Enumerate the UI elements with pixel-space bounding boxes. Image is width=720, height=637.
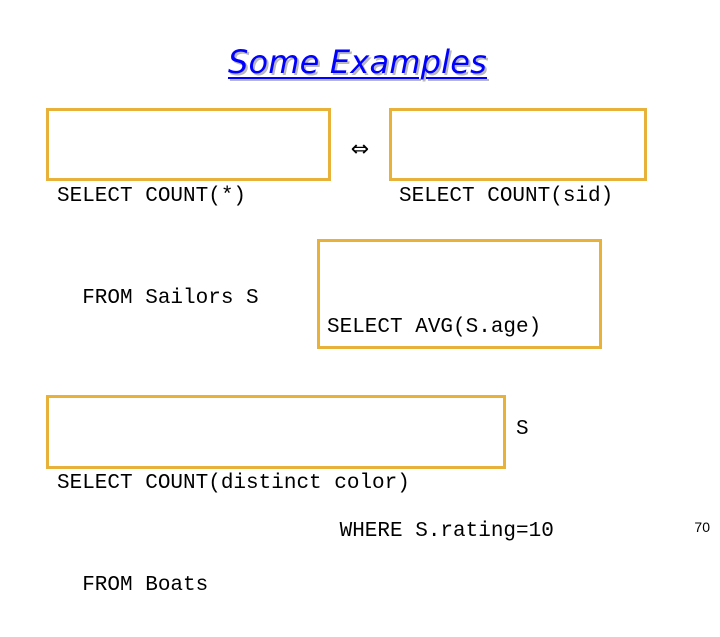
query-line: SELECT COUNT(*) — [57, 185, 247, 208]
query-line: FROM Sailors S — [57, 287, 259, 310]
equivalence-arrow-icon: ⇔ — [350, 137, 370, 162]
query-line: SELECT COUNT(distinct color) — [57, 472, 410, 495]
query-box-count-distinct-color: SELECT COUNT(distinct color) FROM Boats — [46, 395, 506, 597]
query-line: SELECT COUNT(sid) — [399, 185, 614, 208]
query-line: FROM Boats — [57, 574, 209, 597]
query-line: WHERE S.rating=10 — [327, 520, 554, 543]
query-box-count-star: SELECT COUNT(*) FROM Sailors S — [46, 108, 331, 310]
query-box-avg-age: SELECT AVG(S.age) FROM Sailors S WHERE S… — [317, 239, 602, 543]
slide-title: Some Examples — [227, 43, 488, 81]
query-line: SELECT AVG(S.age) — [327, 316, 542, 339]
page-number: 70 — [694, 519, 710, 535]
query-box-count-sid: SELECT COUNT(sid) FROM Sailors S — [389, 108, 647, 310]
